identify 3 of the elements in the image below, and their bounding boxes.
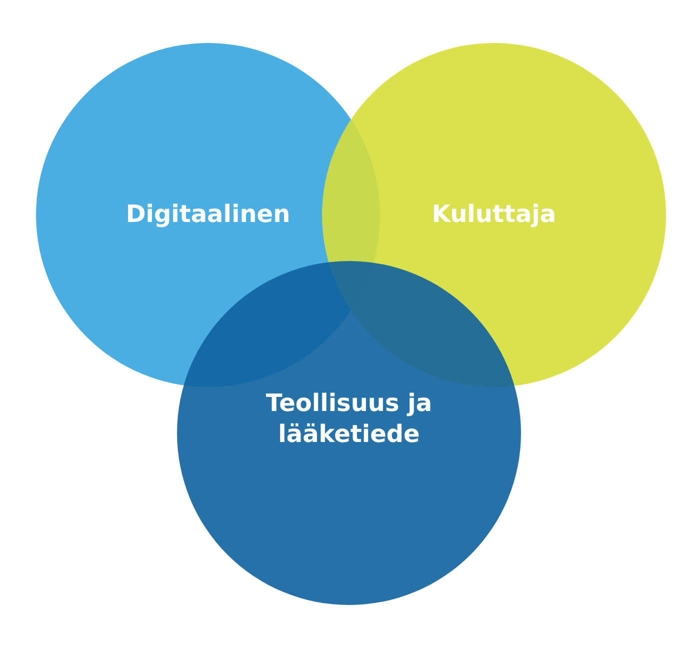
circle-label: Teollisuus ja lääketiede — [264, 388, 434, 450]
circle-label: Digitaalinen — [126, 199, 290, 230]
circle-label: Kuluttaja — [432, 199, 556, 230]
